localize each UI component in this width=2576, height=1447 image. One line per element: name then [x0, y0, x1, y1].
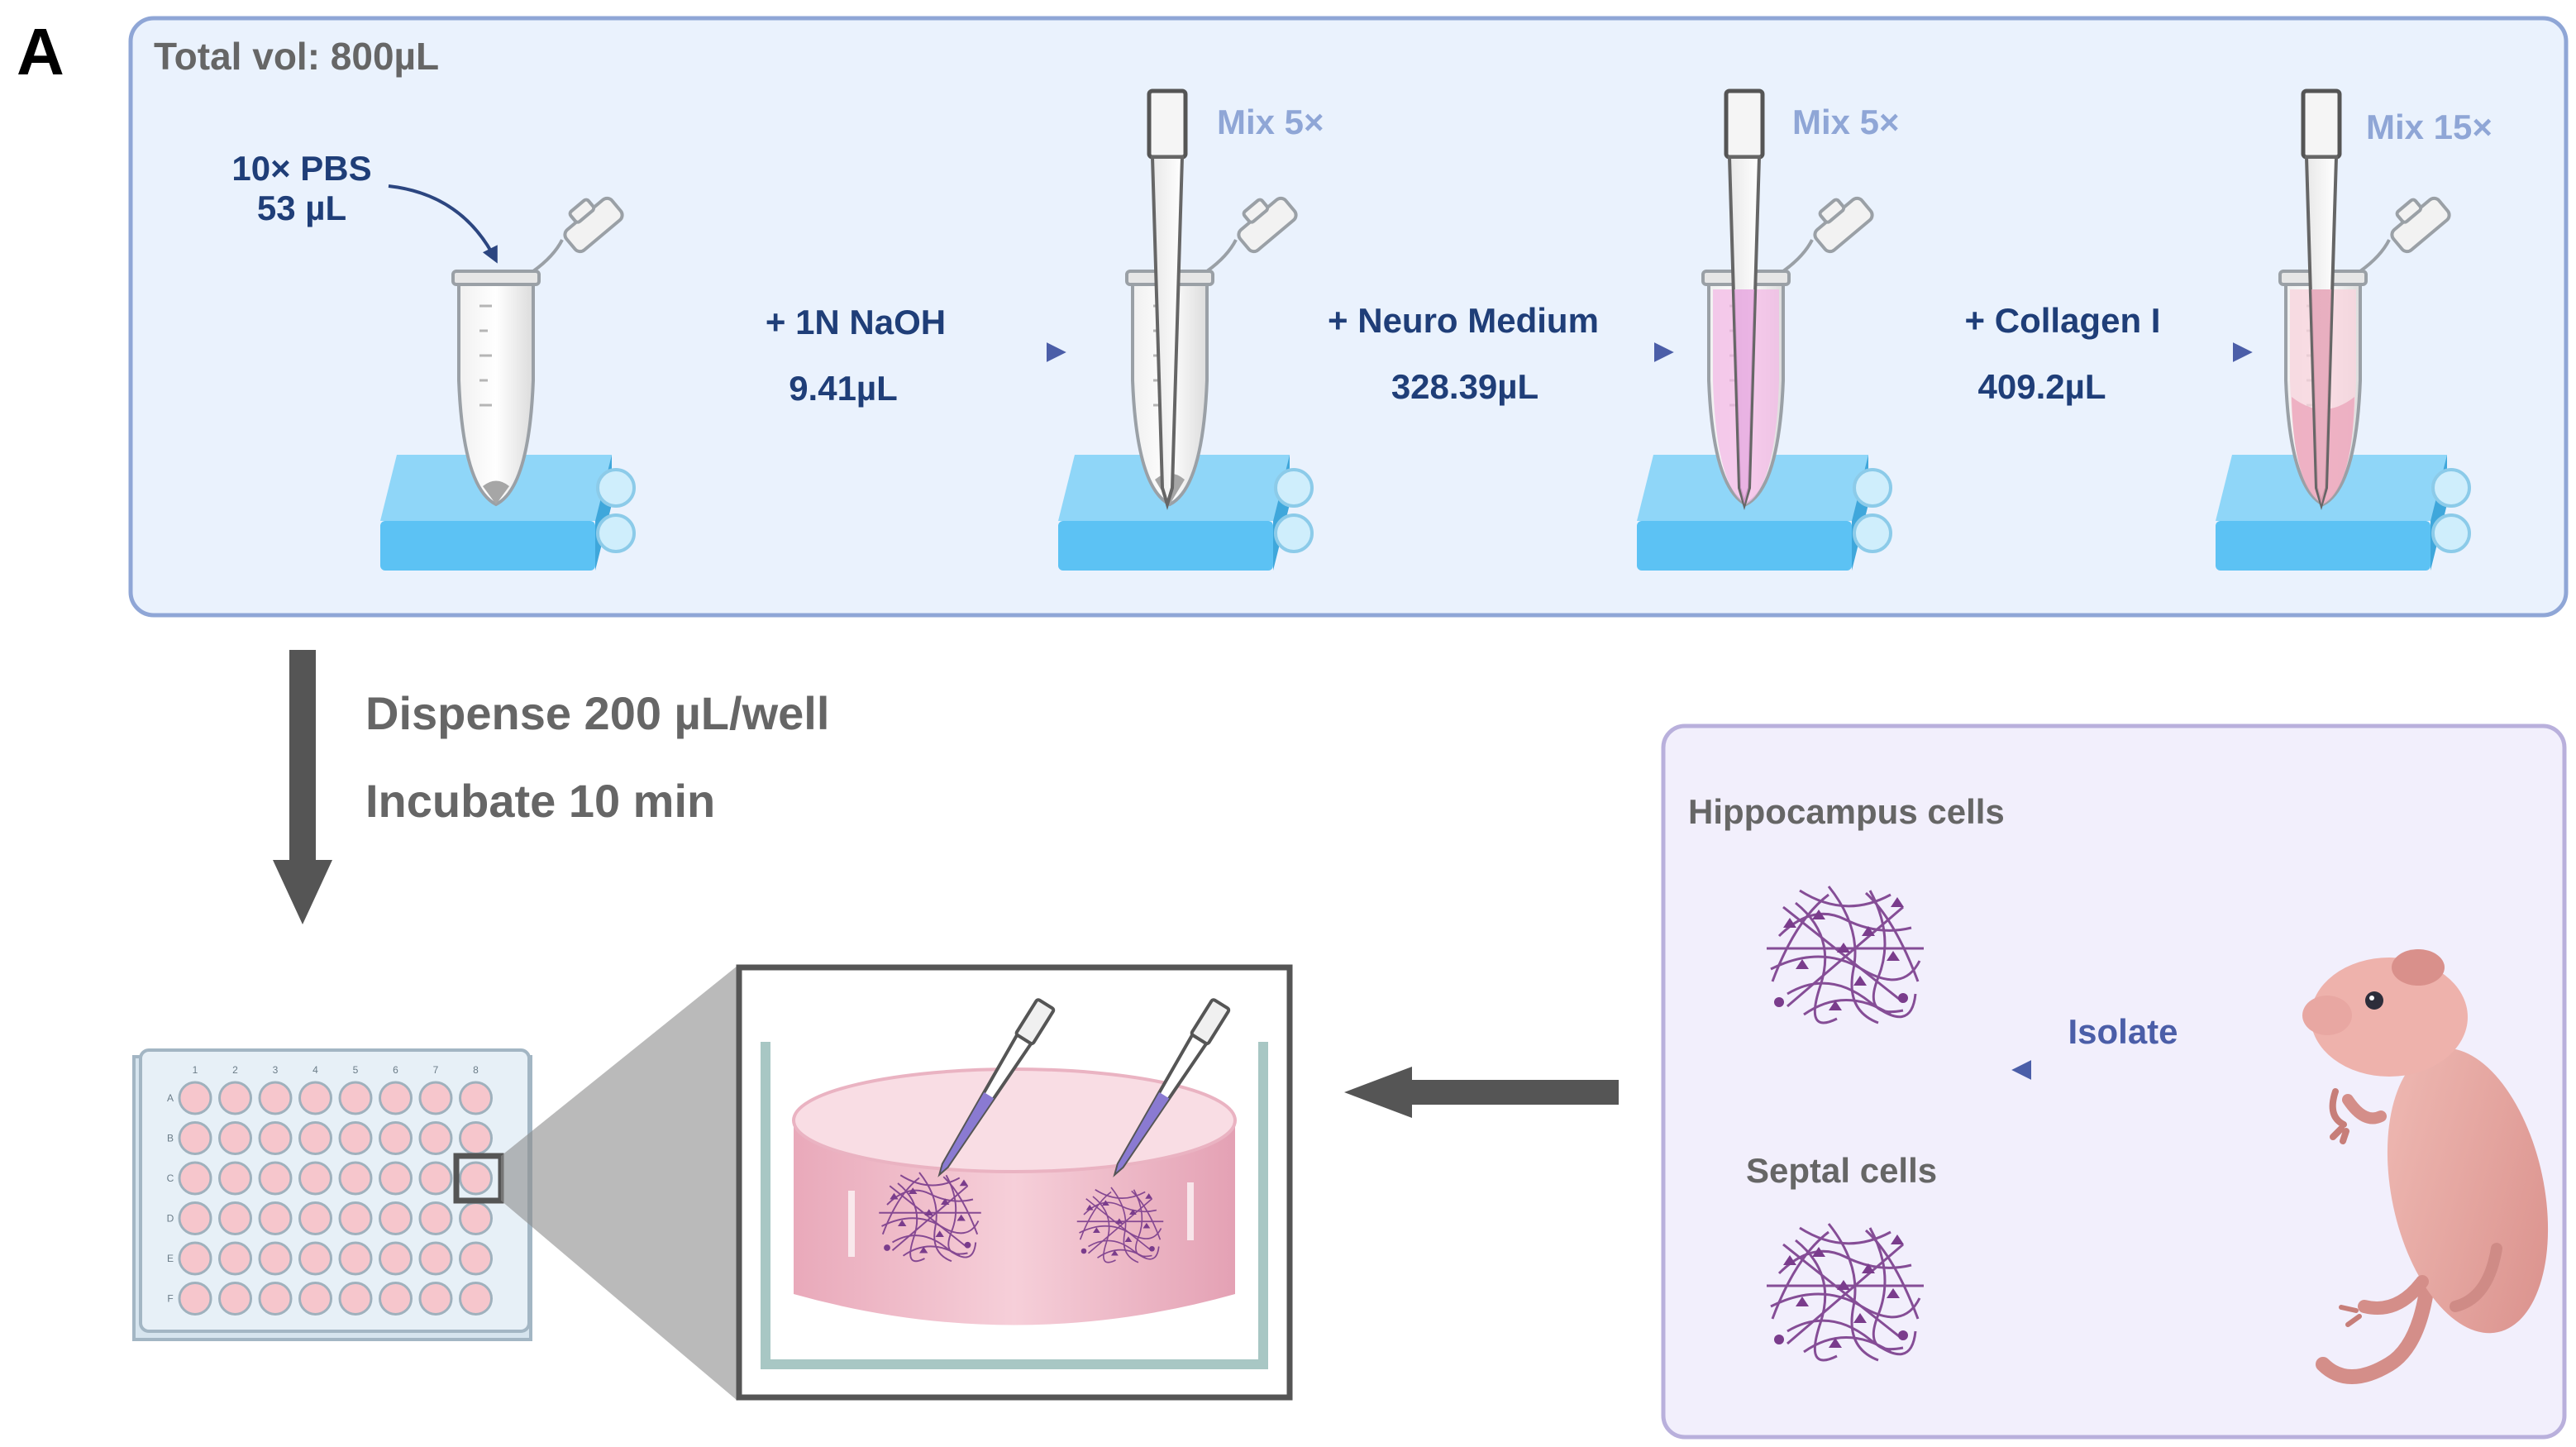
plate-well [218, 1121, 252, 1155]
stage4-pipette-tip [2303, 91, 2340, 504]
plate-well [459, 1121, 493, 1155]
hippocampus-label: Hippocampus cells [1688, 792, 2005, 831]
plate-well [178, 1121, 212, 1155]
plate-well [379, 1201, 413, 1235]
gel-zoom-view [736, 964, 1293, 1401]
plate-well [258, 1081, 293, 1115]
plate-well [298, 1201, 332, 1235]
plate-well [418, 1201, 453, 1235]
plate-well [298, 1081, 332, 1115]
plate-well [338, 1241, 373, 1276]
plate-well [298, 1282, 332, 1316]
plate-row-label: F [167, 1293, 173, 1305]
plate-well [178, 1282, 212, 1316]
plate-well [178, 1201, 212, 1235]
step1-volume: 9.41µL [789, 369, 898, 408]
plate-well [258, 1121, 293, 1155]
plate-well [258, 1201, 293, 1235]
plate-column-label: 3 [273, 1064, 279, 1076]
plate-row-label: E [167, 1253, 174, 1264]
septal-label: Septal cells [1746, 1151, 1937, 1190]
pbs-curved-arrow [388, 184, 498, 264]
step3-volume: 409.2µL [1978, 367, 2106, 406]
plate-well [459, 1161, 493, 1196]
plate-well [418, 1081, 453, 1115]
gel-pipette-left [937, 998, 1056, 1177]
plate-well [298, 1241, 332, 1276]
plate-well [379, 1161, 413, 1196]
plate-column-label: 6 [393, 1064, 398, 1076]
plate-well [218, 1241, 252, 1276]
pbs-volume-label: 53 µL [257, 189, 346, 227]
incubate-label: Incubate 10 min [365, 775, 715, 827]
plate-well [379, 1121, 413, 1155]
plate-column-label: 4 [312, 1064, 318, 1076]
stage4-mix-label: Mix 15× [2366, 107, 2493, 146]
plate-well [459, 1081, 493, 1115]
plate-column-label: 1 [193, 1064, 198, 1076]
step1-label: + 1N NaOH [766, 303, 946, 341]
panel-letter: A [17, 15, 64, 88]
rat-pup-illustration [2302, 949, 2549, 1384]
plate-well [338, 1161, 373, 1196]
plate-well [178, 1241, 212, 1276]
total-volume-label: Total vol: 800µL [154, 35, 439, 78]
prep-panel [128, 16, 2569, 618]
pbs-name-label: 10× PBS [231, 149, 371, 188]
plate-well [338, 1201, 373, 1235]
plate-row-label: A [167, 1092, 174, 1104]
plate-well [379, 1282, 413, 1316]
dispense-label: Dispense 200 µL/well [365, 687, 829, 739]
well-plate: 1 2 3 4 5 6 7 8 A B C D E F [132, 1048, 532, 1341]
plate-well [298, 1161, 332, 1196]
plate-well [258, 1282, 293, 1316]
gel-pipette-right [1113, 998, 1231, 1177]
plate-well [338, 1081, 373, 1115]
plate-well [218, 1081, 252, 1115]
plate-well [418, 1121, 453, 1155]
plate-well [338, 1282, 373, 1316]
plate-column-label: 5 [353, 1064, 359, 1076]
plate-well [178, 1081, 212, 1115]
plate-column-label: 8 [473, 1064, 479, 1076]
plate-well [218, 1161, 252, 1196]
isolate-label: Isolate [2068, 1012, 2178, 1051]
stage3-mix-label: Mix 5× [1792, 103, 1900, 141]
plate-well [379, 1081, 413, 1115]
zoom-cone [501, 966, 737, 1401]
plate-well [418, 1161, 453, 1196]
step3-label: + Collagen I [1965, 301, 2161, 340]
plate-well [459, 1201, 493, 1235]
plate-well [379, 1241, 413, 1276]
plate-well [218, 1282, 252, 1316]
plate-well [418, 1282, 453, 1316]
step2-volume: 328.39µL [1391, 367, 1538, 406]
plate-row-label: B [167, 1133, 174, 1144]
plate-column-label: 2 [232, 1064, 238, 1076]
plate-row-label: C [167, 1172, 174, 1184]
plate-well [338, 1121, 373, 1155]
stage2-mix-label: Mix 5× [1217, 103, 1324, 141]
plate-well [258, 1161, 293, 1196]
plate-column-label: 7 [433, 1064, 439, 1076]
plate-well [258, 1241, 293, 1276]
seed-arrow [1344, 1067, 1619, 1118]
stage1-tube [451, 184, 627, 506]
plate-well [298, 1121, 332, 1155]
dispense-arrow [273, 650, 332, 924]
step2-label: + Neuro Medium [1328, 301, 1599, 340]
plate-row-label: D [167, 1213, 174, 1225]
plate-well [418, 1241, 453, 1276]
plate-well [459, 1282, 493, 1316]
stage3-pipette-tip [1726, 91, 1763, 504]
plate-well [178, 1161, 212, 1196]
plate-well [459, 1241, 493, 1276]
plate-well [218, 1201, 252, 1235]
